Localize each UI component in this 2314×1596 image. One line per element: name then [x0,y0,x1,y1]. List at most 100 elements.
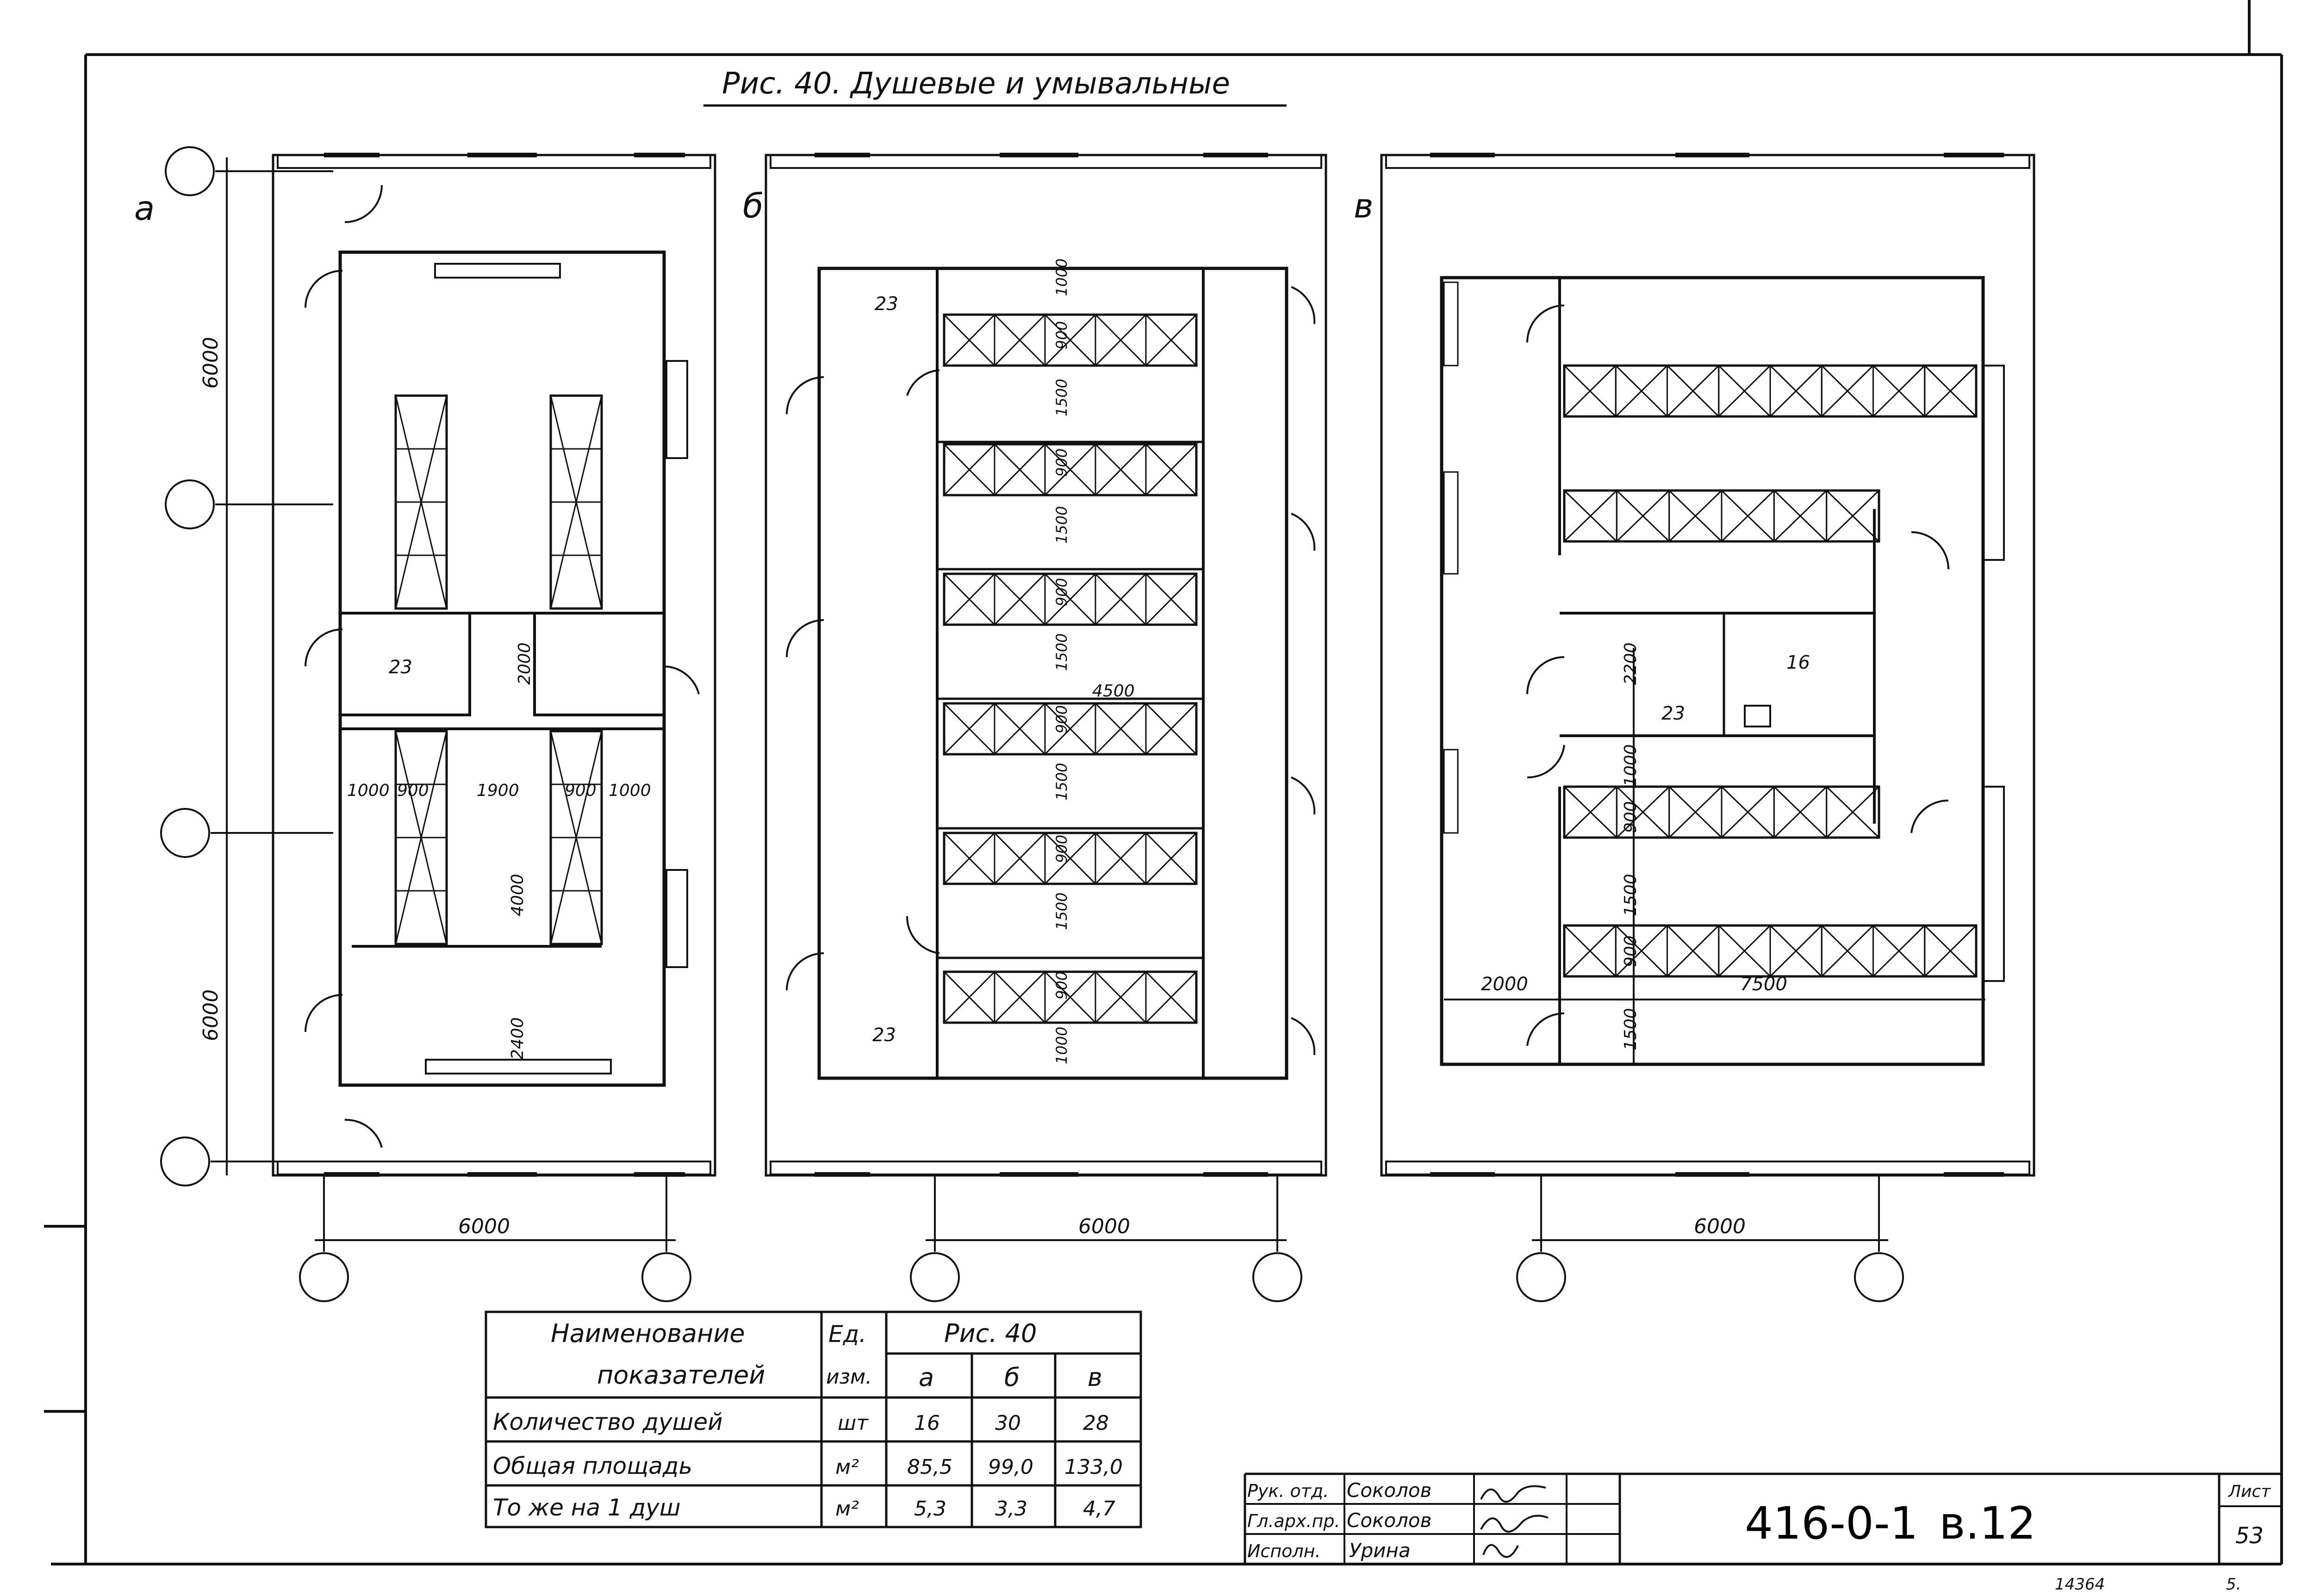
plan-b-dim: 900 [1053,971,1070,1000]
shower-cell [1145,573,1197,626]
shower-cell [1145,314,1197,366]
shower-cell-cross [1773,490,1827,542]
stamp-signatures [1480,1485,1549,1558]
shower-cell-cross [1563,925,1617,977]
plan-c-width: 6000 [1694,1215,1746,1238]
shower-cell-cross [1872,365,1925,417]
shower-cell-cross [1616,786,1670,838]
plan-c-dim-1500b: 1500 [1621,1008,1640,1050]
plan-c-dim-1500a: 1500 [1621,874,1640,916]
plan-b-dim: 1500 [1053,893,1070,930]
table-col-a: а [919,1363,934,1392]
plan-b-dim: 900 [1053,448,1070,477]
plan-b-dim: 1000 [1053,259,1070,296]
table-head-name-2: показателей [597,1360,765,1390]
plan-b-dim: 1500 [1053,633,1070,671]
shower-cell-cross [1667,365,1719,417]
plan-a-height-2: 6000 [199,989,223,1041]
stamp-role-1: Рук. отд. [1247,1481,1329,1501]
shower-cell-cross [1044,702,1096,755]
shower-cell-cross [943,971,995,1024]
plan-b-dim: 900 [1053,835,1070,863]
shower-cell [1826,490,1880,542]
shower-cell-cross [1095,971,1147,1024]
shower-cell-cross [1821,365,1874,417]
corner-note-2: 5. [2226,1575,2241,1594]
plan-b-dim-4500: 4500 [1092,682,1135,701]
plan-c-dim-900b: 900 [1621,935,1640,967]
shower-cell-cross [943,832,995,885]
table-row-1-a: 16 [914,1411,940,1435]
plan-b-dim: 1500 [1053,506,1070,544]
shower-cell-cross [1721,490,1775,542]
shower-cell-cross [1769,925,1823,977]
plan-a-dim-1900: 1900 [477,781,519,800]
shower-cell-cross [1095,314,1147,366]
table-head-name-1: Наименование [551,1319,745,1348]
table-row-1-b: 30 [995,1411,1021,1435]
shower-cell-cross [1668,490,1723,542]
shower-cell-cross [1668,786,1723,838]
stamp-role-3: Исполн. [1247,1541,1321,1561]
sheet-frame [44,0,2283,1565]
plan-a-dim-1000a: 1000 [347,781,390,800]
plan-b-dim: 1500 [1053,379,1070,416]
shower-cell-cross [1826,490,1880,542]
plan-a-room-23: 23 [389,657,412,678]
stamp-name-3: Урина [1349,1539,1411,1562]
table-row-1-c: 28 [1083,1411,1109,1435]
shower-cell-cross [1924,925,1977,977]
plan-b-dim: 1500 [1053,763,1070,801]
shower-cell-cross [1563,365,1617,417]
shower-cell-cross [1044,314,1096,366]
plan-c-room-16: 16 [1786,652,1810,673]
plan-c-dim-7500: 7500 [1740,974,1787,995]
plan-c-shower-cells [1563,365,1977,977]
shower-cell-cross [1718,925,1771,977]
table-row-3-b: 3,3 [995,1497,1027,1521]
shower-cell [1145,443,1197,496]
shower-cell [1145,832,1197,885]
plan-a-height-1: 6000 [199,337,223,389]
shower-cell-cross [943,314,995,366]
shower-cell-cross [1095,443,1147,496]
drawing-title: Рис. 40. Душевые и умывальные [722,67,1230,101]
table-col-b: б [1004,1363,1020,1392]
stamp-sheet-num: 53 [2235,1523,2264,1549]
plan-c-dim-1000: 1000 [1621,744,1640,787]
shower-cell-cross [1667,925,1719,977]
plan-a-axes [160,146,691,1302]
stamp-sheet-label: Лист [2227,1482,2271,1501]
shower-cell-cross [1145,314,1197,366]
shower-cell-cross [1718,365,1771,417]
plan-a-dim-1000b: 1000 [609,781,651,800]
table-head-unit-1: Ед. [828,1321,866,1348]
plan-b-dim: 900 [1053,578,1070,606]
plan-c-dim-900a: 900 [1621,801,1640,833]
shower-cell [1924,925,1977,977]
shower-cell-cross [1095,573,1147,626]
shower-cell-cross [1615,365,1668,417]
stamp-role-2: Гл.арх.пр. [1247,1511,1340,1531]
stamp-name-2: Соколов [1347,1509,1431,1532]
title-block [1244,1472,2282,1564]
plan-c-axes [1444,304,1985,1302]
plan-b-dim: 900 [1053,321,1070,349]
shower-cell-cross [1821,925,1874,977]
shower-cell-cross [994,832,1046,885]
shower-cell-cross [1095,702,1147,755]
table-row-2-name: Общая площадь [493,1453,692,1479]
table-head-unit-2: изм. [826,1365,872,1389]
shower-cell-cross [1721,786,1775,838]
shower-cell-cross [1145,573,1197,626]
table-row-1-unit: шт [838,1411,869,1435]
shower-cell-cross [943,702,995,755]
shower-cell-cross [1145,971,1197,1024]
shower-cell-cross [1826,786,1880,838]
table-row-1-name: Количество душей [493,1409,723,1435]
plan-b-width: 6000 [1078,1215,1130,1238]
table-row-3-a: 5,3 [914,1497,946,1521]
stamp-volume: в.12 [1939,1497,2036,1549]
plan-a-width: 6000 [458,1215,510,1238]
shower-cell [1826,786,1880,838]
